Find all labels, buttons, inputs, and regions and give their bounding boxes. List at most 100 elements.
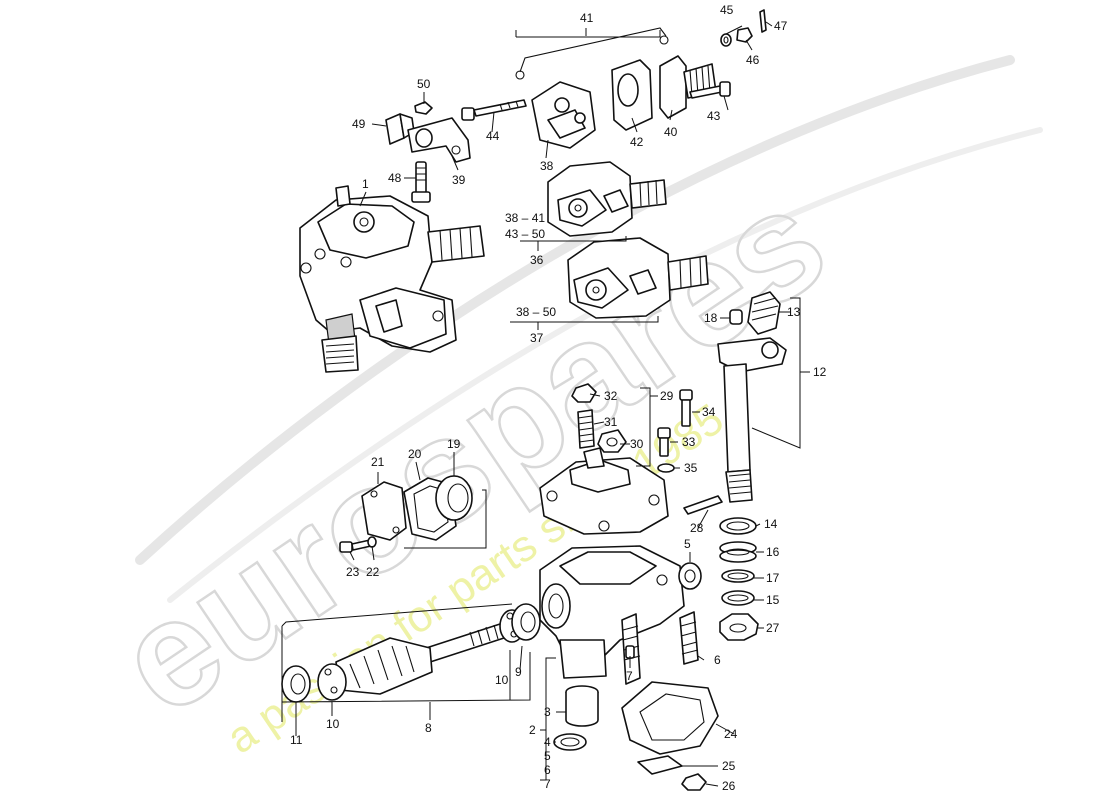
- part-ring-14: [719, 517, 757, 535]
- callout-6: 6: [544, 763, 551, 777]
- callout-48: 48: [388, 171, 402, 185]
- part-housing-2: [539, 545, 699, 685]
- callout-36: 36: [530, 253, 544, 267]
- part-body-38: [531, 81, 596, 149]
- callout-16: 16: [766, 545, 780, 559]
- callout-49: 49: [352, 117, 366, 131]
- callout-38: 38: [540, 159, 554, 173]
- part-nut-32: [571, 383, 597, 403]
- part-washer-22: [367, 536, 377, 548]
- callout-32: 32: [604, 389, 618, 403]
- callout-7: 7: [544, 777, 551, 791]
- callout-5: 5: [544, 749, 551, 763]
- part-cover-21: [361, 481, 407, 541]
- callout-3: 3: [544, 705, 551, 719]
- part-spring-16: [719, 541, 757, 563]
- callout-44: 44: [486, 129, 500, 143]
- callout-37: 37: [530, 331, 544, 345]
- part-cap-42: [611, 59, 653, 131]
- callout-47: 47: [774, 19, 788, 33]
- part-flange-40: [659, 55, 717, 119]
- part-ring-17: [721, 569, 755, 583]
- part-race-11: [281, 665, 311, 703]
- callout-28: 28: [690, 521, 704, 535]
- callout-40: 40: [664, 125, 678, 139]
- callout-20: 20: [408, 447, 422, 461]
- part-nut-13: [747, 291, 781, 335]
- part-washer-35: [657, 463, 675, 473]
- assembly-37: [567, 237, 709, 319]
- callout-8: 8: [425, 721, 432, 735]
- callout-10-right: 10: [495, 673, 509, 687]
- part-nut-27: [719, 613, 759, 641]
- callout-25: 25: [722, 759, 736, 773]
- part-nut-30: [597, 429, 627, 453]
- leader-lines: [281, 21, 810, 787]
- part-bolt-33: [657, 427, 671, 457]
- part-nut-26: [681, 773, 707, 791]
- callout-38-41: 38 – 41: [505, 211, 545, 225]
- callout-27: 27: [766, 621, 780, 635]
- callout-18: 18: [704, 311, 718, 325]
- part-bolt-48: [411, 161, 431, 203]
- callout-31: 31: [604, 415, 618, 429]
- callout-41: 41: [580, 11, 594, 25]
- part-nut-46: [736, 27, 753, 43]
- callout-35: 35: [684, 461, 698, 475]
- callout-30: 30: [630, 437, 644, 451]
- callout-46: 46: [746, 53, 760, 67]
- callout-23: 23: [346, 565, 360, 579]
- callout-38-50: 38 – 50: [516, 305, 556, 319]
- callout-19: 19: [447, 437, 461, 451]
- part-bushing-3: [565, 685, 599, 727]
- part-bolt-44: [461, 99, 527, 121]
- callout-39: 39: [452, 173, 466, 187]
- part-bracket-41: [515, 27, 669, 80]
- part-seal-4: [553, 733, 587, 751]
- assembly-36: [547, 161, 667, 237]
- part-pin-28: [683, 495, 723, 515]
- callout-34: 34: [702, 405, 716, 419]
- callout-labels: 1 2 3 4 5 6 7 5 6 7 8 9 10 10 11 12 13 1…: [290, 3, 827, 793]
- part-pin-47: [759, 9, 767, 33]
- callout-14: 14: [764, 517, 778, 531]
- part-worm-shaft-8: [335, 623, 505, 695]
- callout-1: 1: [362, 177, 369, 191]
- callout-45: 45: [720, 3, 734, 17]
- callout-50: 50: [417, 77, 431, 91]
- part-washer-50: [414, 101, 433, 115]
- callout-43-50: 43 – 50: [505, 227, 545, 241]
- callout-7-pin: 7: [626, 669, 633, 683]
- part-washer-45: [720, 33, 732, 47]
- callout-6-stud: 6: [714, 653, 721, 667]
- callout-26: 26: [722, 779, 736, 793]
- part-bearing-5: [678, 562, 702, 590]
- callout-42: 42: [630, 135, 644, 149]
- part-pitman-shaft-12: [717, 337, 787, 503]
- callout-15: 15: [766, 593, 780, 607]
- callout-21: 21: [371, 455, 385, 469]
- part-race-9: [511, 603, 541, 641]
- part-cover-29: [539, 447, 669, 535]
- callout-24: 24: [724, 727, 738, 741]
- callout-9: 9: [515, 665, 522, 679]
- part-washer-18: [729, 309, 743, 325]
- part-lever-39: [407, 117, 471, 163]
- part-ring-15: [721, 590, 755, 606]
- callout-2: 2: [529, 723, 536, 737]
- callout-22: 22: [366, 565, 380, 579]
- callout-5-bearing: 5: [684, 537, 691, 551]
- part-bolt-43: [689, 81, 731, 99]
- callout-11: 11: [290, 733, 303, 747]
- callout-29: 29: [660, 389, 674, 403]
- callout-17: 17: [766, 571, 780, 585]
- callout-12: 12: [813, 365, 827, 379]
- assembly-1: [299, 185, 485, 373]
- callout-43: 43: [707, 109, 721, 123]
- part-plate-25: [637, 755, 683, 775]
- callout-13: 13: [787, 305, 801, 319]
- part-bolt-34: [679, 389, 693, 427]
- callout-33: 33: [682, 435, 696, 449]
